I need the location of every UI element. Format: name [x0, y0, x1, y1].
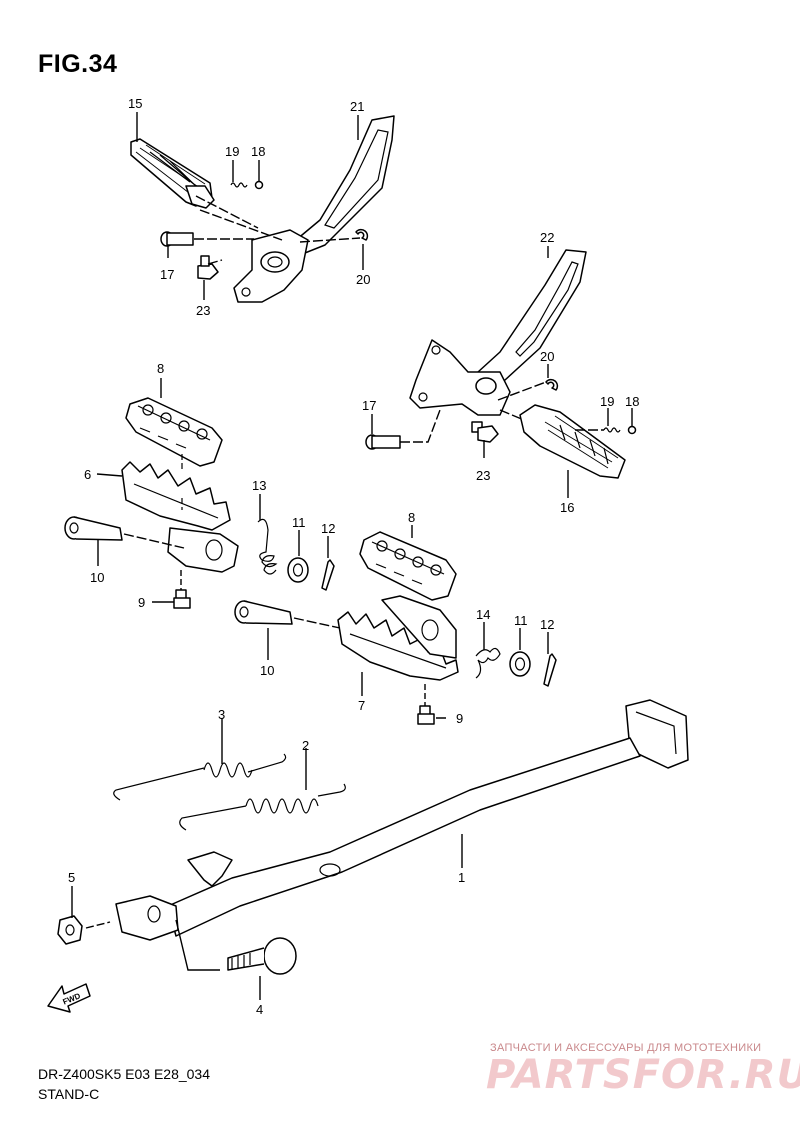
callout-23: 23: [196, 303, 210, 318]
part-22-footrest-bracket: [409, 249, 587, 416]
callout-12: 12: [321, 521, 335, 536]
model-code: DR-Z400SK5 E03 E28_034: [38, 1066, 210, 1082]
part-6-footpeg: [121, 454, 239, 573]
part-7-footpeg: [337, 595, 459, 681]
callout-22: 22: [540, 230, 554, 245]
callout-12: 12: [540, 617, 554, 632]
callout-17: 17: [362, 398, 376, 413]
callout-15: 15: [128, 96, 142, 111]
fwd-arrow-icon: FWD: [47, 983, 91, 1013]
part-18-ball: [254, 180, 264, 190]
part-8-footpeg-rubber-lower: [359, 531, 457, 601]
part-1-side-stand: [115, 699, 689, 941]
part-16-rear-footrest: [519, 404, 626, 479]
callout-18: 18: [251, 144, 265, 159]
part-17-pin-top: [160, 231, 194, 247]
part-12-cotter-pin-lower: [543, 653, 557, 687]
callout-9: 9: [456, 711, 463, 726]
callout-20: 20: [356, 272, 370, 287]
part-20-e-clip-right: [545, 378, 559, 391]
part-20-e-clip-top: [355, 228, 369, 241]
watermark-brand: PARTSFOR.RU: [486, 1052, 800, 1098]
callout-11: 11: [292, 515, 306, 530]
part-5-nut: [57, 915, 111, 945]
part-9-bolt-upper: [173, 570, 191, 609]
callout-11: 11: [514, 613, 528, 628]
callout-labels: 15 21 19 18 17 20 23 22 20 17 19 18 23 1…: [68, 96, 639, 1017]
callout-19: 19: [600, 394, 614, 409]
callout-5: 5: [68, 870, 75, 885]
watermark-tagline: ЗАПЧАСТИ И АКСЕССУАРЫ ДЛЯ МОТОТЕХНИКИ: [490, 1042, 762, 1054]
callout-8: 8: [157, 361, 164, 376]
part-12-cotter-pin-upper: [321, 559, 335, 591]
part-17-pin-right: [365, 434, 401, 450]
part-4-bolt: [175, 919, 297, 975]
part-23-bolt-top: [197, 255, 219, 280]
callout-14: 14: [476, 607, 490, 622]
callout-20: 20: [540, 349, 554, 364]
callout-6: 6: [84, 467, 91, 482]
callout-17: 17: [160, 267, 174, 282]
part-2-spring: [179, 783, 346, 831]
part-19-spring: [230, 182, 248, 188]
part-8-footpeg-rubber-upper: [125, 397, 223, 467]
section-name: STAND-C: [38, 1086, 100, 1102]
part-11-washer-upper: [287, 557, 309, 583]
part-10-pin-lower: [234, 600, 341, 629]
callout-9: 9: [138, 595, 145, 610]
callout-7: 7: [358, 698, 365, 713]
part-23-bolt-right: [471, 421, 499, 443]
callout-2: 2: [302, 738, 309, 753]
callout-leaders: [71, 112, 633, 1000]
callout-16: 16: [560, 500, 574, 515]
figure-title: FIG.34: [38, 50, 118, 78]
part-21-footrest-bracket: [233, 115, 395, 303]
callout-8: 8: [408, 510, 415, 525]
callout-10: 10: [90, 570, 104, 585]
callout-21: 21: [350, 99, 364, 114]
callout-3: 3: [218, 707, 225, 722]
part-14-spring: [475, 647, 501, 679]
part-9-bolt-lower: [417, 684, 435, 725]
callout-10: 10: [260, 663, 274, 678]
callout-18: 18: [625, 394, 639, 409]
callout-1: 1: [458, 870, 465, 885]
part-19-spring-right: [603, 427, 621, 433]
part-13-spring: [257, 518, 278, 575]
callout-13: 13: [252, 478, 266, 493]
callout-19: 19: [225, 144, 239, 159]
callout-23: 23: [476, 468, 490, 483]
part-18-ball-right: [627, 425, 637, 435]
callout-4: 4: [256, 1002, 263, 1017]
part-11-washer-lower: [509, 651, 531, 677]
part-3-spring: [113, 753, 287, 801]
part-15-rear-footrest: [130, 138, 215, 209]
part-10-pin-upper: [64, 516, 185, 549]
